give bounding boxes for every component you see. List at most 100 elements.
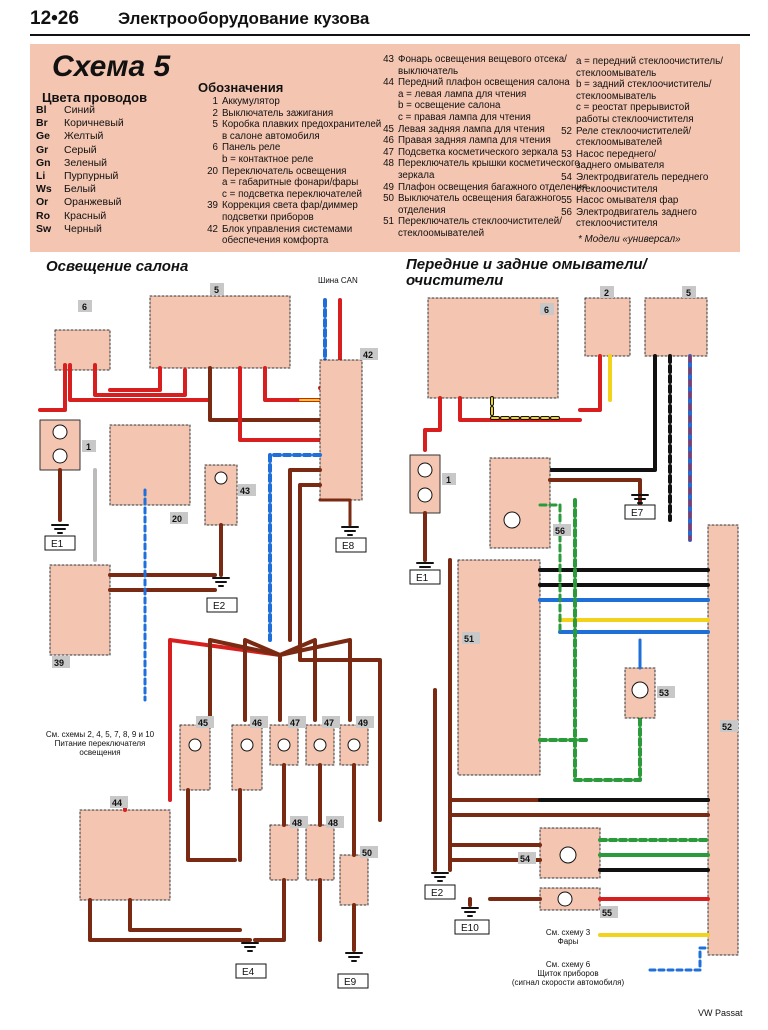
designation-text: b = контактное реле: [222, 153, 314, 165]
designation-text: b = освещение салона: [398, 100, 501, 112]
page-number: 12•26: [30, 8, 79, 29]
designation-row: a = левая лампа для чтения: [374, 89, 587, 101]
tag-5-right: 5: [686, 288, 691, 298]
designation-row: выключатель: [374, 66, 587, 78]
tag-53: 53: [659, 688, 669, 698]
note-left-line2: Питание переключателя: [54, 739, 146, 748]
note-instrument-cluster: См. схему 6 Щиток приборов (сигнал скоро…: [488, 960, 648, 987]
tag-42: 42: [363, 350, 373, 360]
designation-row: b = задний стеклоочиститель/: [552, 79, 723, 91]
designation-number: 39: [207, 200, 218, 212]
wire-color-name: Красный: [64, 209, 107, 222]
wire-color-name: Черный: [64, 222, 102, 235]
wire-color-code: Ge: [36, 130, 51, 143]
designation-number: 6: [212, 142, 218, 154]
designation-text: стеклоомывателей: [398, 227, 485, 239]
designation-text: Блок управления системами: [222, 223, 353, 235]
designation-text: a = левая лампа для чтения: [398, 88, 527, 100]
designation-text: Правая задняя лампа для чтения: [398, 135, 551, 147]
designation-number: 49: [383, 181, 394, 193]
designation-row: стеклоомывателей: [552, 137, 723, 149]
designation-row: c = правая лампа для чтения: [374, 112, 587, 124]
switch-48a: [269, 824, 299, 881]
designation-row: работы стеклоочистителя: [552, 114, 723, 126]
page-title: Электрооборудование кузова: [118, 9, 370, 28]
designation-number: 20: [207, 165, 218, 177]
wire-color-name: Пурпурный: [64, 170, 119, 183]
designation-text: Плафон освещения багажного отделения: [398, 181, 588, 193]
note-r2-line3: (сигнал скорости автомобиля): [511, 978, 625, 987]
tag-48a: 48: [292, 818, 302, 828]
tag-48b: 48: [328, 818, 338, 828]
designation-text: Насос переднего/: [576, 148, 657, 160]
note-r1-line1: См. схему 3: [545, 928, 591, 937]
tag-39: 39: [54, 658, 64, 668]
footer-model: VW Passat: [698, 1008, 743, 1018]
designation-text: c = подсветка переключателей: [222, 188, 362, 200]
tag-55: 55: [602, 908, 612, 918]
tag-6-left: 6: [82, 302, 87, 312]
wire-color-row: Gr Серый: [36, 144, 124, 157]
note-r2-line1: См. схему 6: [545, 960, 591, 969]
switch-48b: [305, 824, 335, 881]
designation-text: подсветки приборов: [222, 211, 314, 223]
tag-47b: 47: [324, 718, 334, 728]
fuse-box-5-left: [149, 295, 291, 369]
wire-color-name: Белый: [64, 183, 96, 196]
ground-e2-right: E2: [431, 888, 444, 899]
designation-text: Электродвигатель переднего: [576, 171, 709, 183]
section-title-right-2: очистители: [406, 272, 504, 289]
wire-color-code: Ws: [36, 183, 52, 196]
ground-e2-left: E2: [213, 601, 226, 612]
designation-row: стеклоомывателей: [374, 228, 587, 240]
designation-row: стеклоомыватель: [552, 68, 723, 80]
designation-number: 5: [212, 119, 218, 131]
designation-row: стеклоомыватель: [552, 91, 723, 103]
wiper-switch-51: [457, 559, 541, 776]
lamp-46: [231, 724, 263, 791]
designation-text: стеклоочистителя: [576, 183, 658, 195]
designation-text: Аккумулятор: [222, 96, 280, 107]
designation-row: c = реостат прерывистой: [552, 102, 723, 114]
tag-52: 52: [722, 722, 732, 732]
designation-row: зеркала: [374, 170, 587, 182]
designation-row: обеспечения комфорта: [198, 235, 381, 247]
designation-text: стеклоомывателей: [576, 137, 663, 149]
tag-50: 50: [362, 848, 372, 858]
designation-row: c = подсветка переключателей: [198, 189, 381, 201]
note-left: См. схемы 2, 4, 5, 7, 8, 9 и 10 Питание …: [30, 730, 170, 757]
front-dome-44: [79, 809, 171, 901]
lamp-45: [179, 724, 211, 791]
scheme-title: Схема 5: [52, 50, 171, 83]
designation-number: 48: [383, 158, 394, 170]
wire-color-code: Gr: [36, 143, 49, 156]
note-headlights: См. схему 3 Фары: [528, 928, 608, 946]
designation-number: 51: [383, 216, 394, 228]
wire-color-name: Серый: [64, 143, 97, 156]
designation-text: работы стеклоочистителя: [576, 113, 694, 125]
designation-row: a = передний стеклоочиститель/: [552, 56, 723, 68]
light-switch-20: [109, 424, 191, 506]
wire-color-row: Sw Черный: [36, 223, 124, 236]
designation-number: 54: [561, 171, 572, 183]
wire-color-code: Sw: [36, 222, 52, 235]
tag-20: 20: [172, 514, 182, 524]
designation-text: Реле стеклоочистителей/: [576, 125, 692, 137]
wire-color-code: Bl: [36, 104, 47, 116]
designation-text: Переключатель стеклоочистителей/: [398, 216, 562, 228]
page-header: 12•26 Электрооборудование кузова: [30, 8, 750, 36]
